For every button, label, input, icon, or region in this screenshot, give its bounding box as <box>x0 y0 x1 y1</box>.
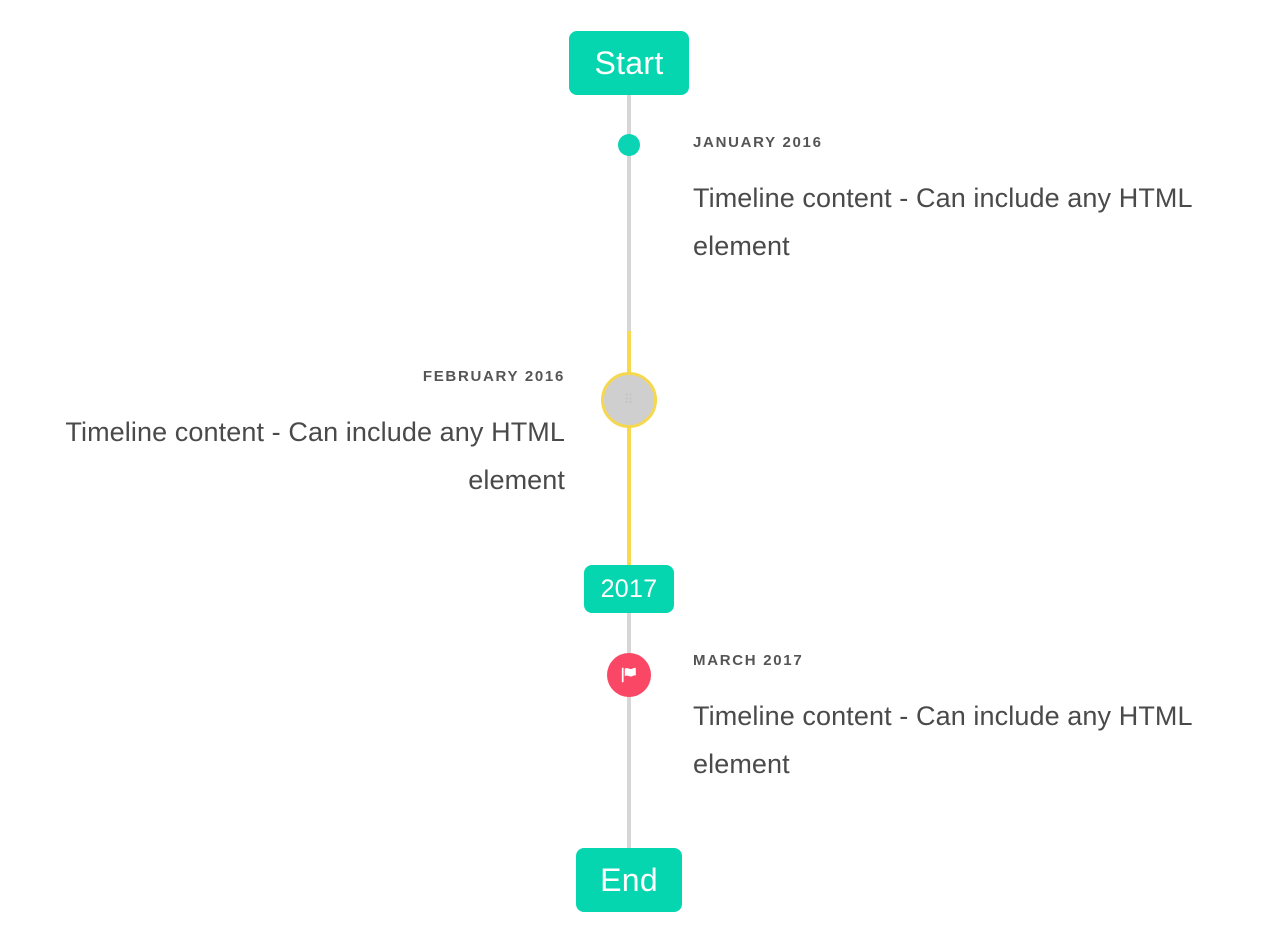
timeline-entry-date-march-2017: MARCH 2017 <box>693 652 804 669</box>
timeline-year-badge-2017[interactable]: 2017 <box>584 565 674 613</box>
timeline-entry-date-february-2016: FEBRUARY 2016 <box>422 368 565 385</box>
timeline-marker-march-2017[interactable] <box>607 653 651 697</box>
broken-image-icon: ⠿ <box>623 392 635 408</box>
flag-icon <box>621 667 636 683</box>
timeline-axis-segment-yellow <box>627 331 631 566</box>
timeline-entry-body-january-2016: Timeline content - Can include any HTML … <box>693 183 1192 262</box>
timeline-entry-february-2016: FEBRUARY 2016 Timeline content - Can inc… <box>40 368 565 504</box>
timeline-entry-march-2017: MARCH 2017 Timeline content - Can includ… <box>693 652 1233 788</box>
timeline-axis-segment-gray-bottom <box>627 612 631 852</box>
timeline-entry-january-2016: JANUARY 2016 Timeline content - Can incl… <box>693 134 1233 270</box>
timeline-end-badge[interactable]: End <box>576 848 682 912</box>
timeline-axis-segment-gray-top <box>627 92 631 332</box>
timeline-start-badge[interactable]: Start <box>569 31 689 95</box>
timeline-entry-date-january-2016: JANUARY 2016 <box>693 134 823 151</box>
timeline-entry-body-february-2016: Timeline content - Can include any HTML … <box>65 417 565 496</box>
timeline-entry-body-march-2017: Timeline content - Can include any HTML … <box>693 701 1192 780</box>
timeline-marker-february-2016[interactable]: ⠿ <box>601 372 657 428</box>
timeline-marker-january-2016[interactable] <box>618 134 640 156</box>
